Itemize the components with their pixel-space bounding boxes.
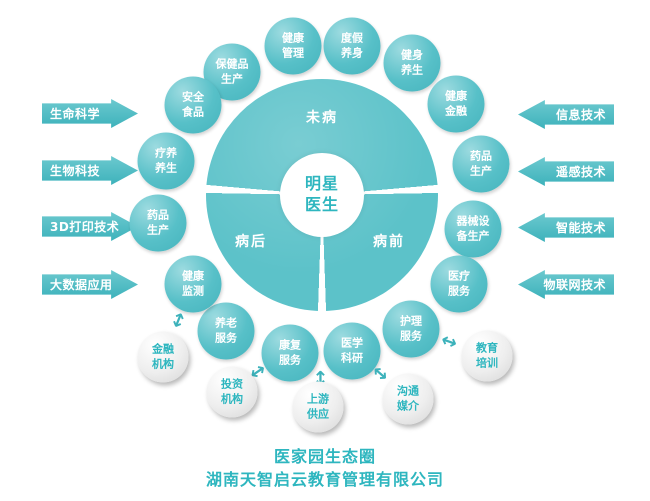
partner-education-training: 教育 培训: [461, 330, 513, 382]
tech-arrow-3d-printing: 3D打印技术: [42, 212, 138, 241]
tech-arrow-label: 生命科学: [50, 107, 101, 121]
node-medical-research: 医学 科研: [323, 322, 381, 380]
node-health-management: 健康 管理: [264, 17, 322, 75]
tech-arrow-information: 信息技术: [518, 100, 614, 129]
partner-finance-org: 金融 机构: [137, 331, 189, 383]
core-circle: 明星 医生: [280, 153, 364, 237]
tech-arrow-intelligent: 智能技术: [518, 213, 614, 242]
tech-arrow-remote-sensing: 遥感技术: [518, 157, 614, 186]
partner-upstream-supply: 上游 供应: [292, 381, 344, 433]
node-vacation-wellness: 度假 养身: [323, 17, 381, 75]
node-drug-production-left: 药品 生产: [129, 194, 187, 252]
tech-arrow-label: 信息技术: [555, 108, 606, 122]
node-medical-service: 医疗 服务: [430, 255, 488, 313]
partner-investment-org: 投资 机构: [206, 366, 258, 418]
company-caption: 湖南天智启云教育管理有限公司: [205, 470, 444, 489]
node-health-finance: 健康 金融: [427, 75, 485, 133]
tech-arrow-label: 3D打印技术: [50, 220, 120, 234]
double-arrow-icon: ↔: [165, 308, 192, 332]
tech-arrow-label: 生物科技: [50, 164, 101, 178]
tech-arrow-label: 智能技术: [555, 221, 606, 235]
node-recuperation: 疗养 养生: [137, 132, 195, 190]
node-drug-production-right: 药品 生产: [452, 135, 510, 193]
diagram-title: 医家园生态圈: [273, 447, 376, 466]
tech-arrow-iot: 物联网技术: [518, 270, 614, 299]
tech-arrow-biotech: 生物科技: [42, 156, 138, 185]
partner-media: 沟通 媒介: [382, 373, 434, 425]
node-equipment-production: 器械设 备生产: [444, 200, 502, 258]
node-fitness: 健身 养生: [383, 34, 441, 92]
tech-arrow-label: 遥感技术: [555, 165, 606, 179]
tech-arrow-label: 物联网技术: [543, 278, 606, 292]
tech-arrow-life-science: 生命科学: [42, 99, 138, 128]
sector-label-before-illness: 病前: [373, 234, 405, 250]
node-rehab-service: 康复 服务: [261, 324, 319, 382]
tech-arrow-label: 大数据应用: [50, 278, 113, 292]
node-elderly-care: 养老 服务: [197, 302, 255, 360]
node-safe-food: 安全 食品: [164, 76, 222, 134]
tech-arrow-big-data: 大数据应用: [42, 270, 138, 299]
node-nursing-service: 护理 服务: [382, 300, 440, 358]
sector-label-pre-illness: 未病: [306, 110, 338, 126]
double-arrow-icon: ↔: [437, 328, 461, 355]
core-label: 明星 医生: [304, 174, 339, 214]
node-health-monitoring: 健康 监测: [164, 255, 222, 313]
sector-label-post-illness: 病后: [235, 234, 267, 250]
